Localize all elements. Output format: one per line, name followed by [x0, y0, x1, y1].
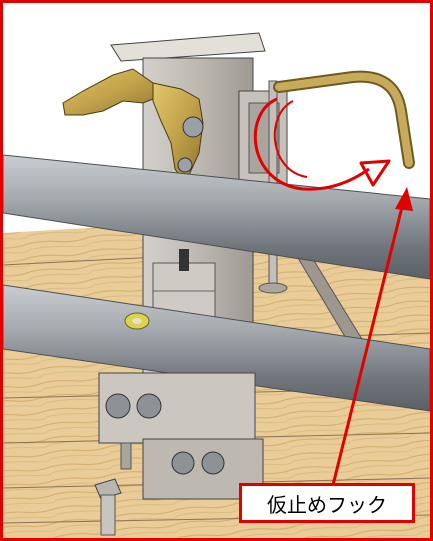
leader-arrowhead: [395, 187, 413, 211]
rotation-arrow: [253, 97, 370, 191]
lower-pipe: [3, 284, 430, 412]
hook-callout-label: 仮止めフック: [239, 483, 415, 523]
leader-line: [331, 202, 405, 486]
brass-clamp: [62, 68, 204, 271]
loose-bolt: [94, 478, 122, 536]
scaffold-illustration: [3, 3, 430, 538]
